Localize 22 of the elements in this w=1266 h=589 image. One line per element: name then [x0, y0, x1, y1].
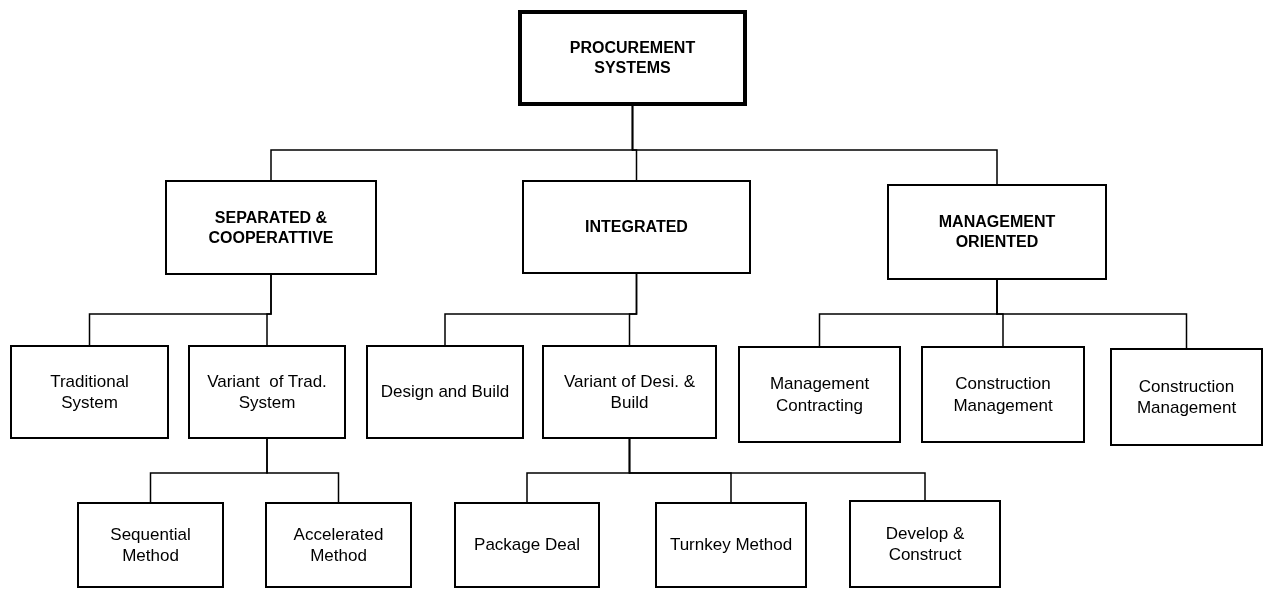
root-box: PROCUREMENT SYSTEMS: [518, 10, 747, 106]
method-box: Construction Management: [1110, 348, 1263, 446]
method-box: Variant of Trad. System: [188, 345, 346, 439]
connector-line: [266, 274, 272, 346]
category-box: INTEGRATED: [522, 180, 751, 274]
method-box: Traditional System: [10, 345, 169, 439]
method-box: Package Deal: [454, 502, 600, 588]
method-box: Construction Management: [921, 346, 1085, 443]
method-box: Accelerated Method: [265, 502, 412, 588]
method-box: Sequential Method: [77, 502, 224, 588]
connector-line: [628, 438, 926, 501]
connector-line: [631, 105, 998, 185]
method-box: Design and Build: [366, 345, 524, 439]
category-box: SEPARATED & COOPERATTIVE: [165, 180, 377, 275]
method-box: Variant of Desi. & Build: [542, 345, 717, 439]
connector-line: [266, 438, 340, 503]
method-box: Develop & Construct: [849, 500, 1001, 588]
connector-line: [628, 273, 638, 346]
method-box: Turnkey Method: [655, 502, 807, 588]
connector-line: [996, 279, 1188, 349]
category-box: MANAGEMENT ORIENTED: [887, 184, 1107, 280]
method-box: Management Contracting: [738, 346, 901, 443]
